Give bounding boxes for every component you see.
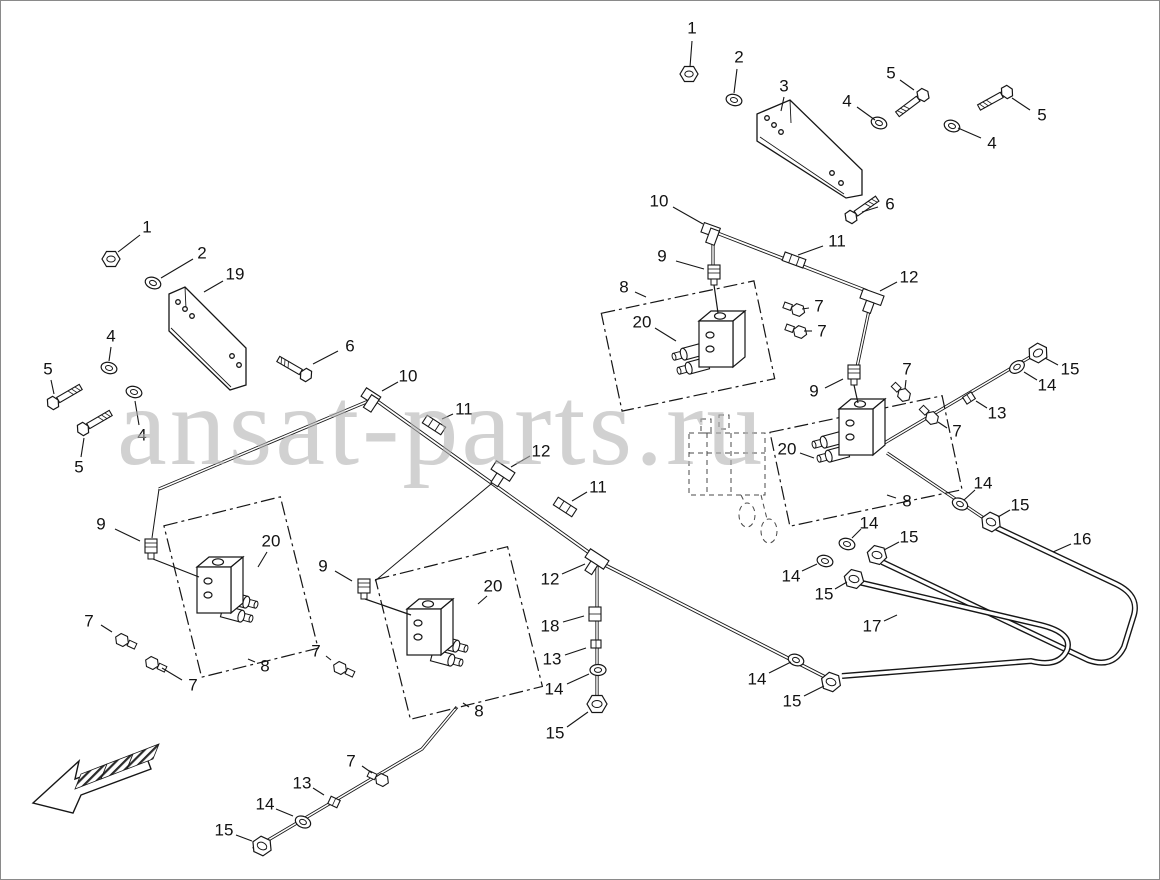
valve-assembly-lower-middle <box>405 597 470 670</box>
callout-7: 7 <box>814 296 824 316</box>
callout-12: 12 <box>540 569 560 589</box>
callout-9: 9 <box>96 514 106 534</box>
manifold-block-dashed <box>688 414 778 544</box>
tube-16 <box>880 522 1138 666</box>
callout-1: 1 <box>142 217 152 237</box>
callout-6: 6 <box>885 194 895 214</box>
callout-18: 18 <box>540 616 560 636</box>
callout-7: 7 <box>902 359 912 379</box>
tube-17 <box>841 579 1071 679</box>
callout-4: 4 <box>106 326 116 346</box>
callout-8: 8 <box>902 491 912 511</box>
callout-15: 15 <box>1010 495 1030 515</box>
direction-arrow <box>31 743 160 814</box>
callout-11: 11 <box>828 231 846 251</box>
callout-4: 4 <box>987 133 997 153</box>
callout-15: 15 <box>545 723 565 743</box>
fasteners-left <box>44 250 315 438</box>
callout-7: 7 <box>952 421 962 441</box>
callout-15: 15 <box>1060 359 1080 379</box>
callout-14: 14 <box>747 669 767 689</box>
fasteners-top-right <box>679 65 1016 226</box>
callout-20: 20 <box>261 531 281 551</box>
callout-14: 14 <box>255 794 275 814</box>
callout-11: 11 <box>589 477 607 497</box>
callout-9: 9 <box>318 556 328 576</box>
callout-9: 9 <box>657 246 667 266</box>
callout-20: 20 <box>777 439 797 459</box>
callout-14: 14 <box>1037 375 1057 395</box>
callout-12: 12 <box>531 441 551 461</box>
callout-15: 15 <box>899 527 919 547</box>
callout-16: 16 <box>1072 529 1092 549</box>
callout-14: 14 <box>544 679 564 699</box>
callout-3: 3 <box>779 76 789 96</box>
callout-14: 14 <box>973 473 993 493</box>
callout-4: 4 <box>137 425 147 445</box>
valve-stub-lines <box>152 284 859 616</box>
callout-7: 7 <box>817 321 827 341</box>
callout-7: 7 <box>84 611 94 631</box>
callout-8: 8 <box>619 277 629 297</box>
callout-15: 15 <box>782 691 802 711</box>
callout-12: 12 <box>899 267 919 287</box>
callout-7: 7 <box>311 641 321 661</box>
bracket-top-right <box>756 99 863 199</box>
callout-2: 2 <box>197 243 207 263</box>
callout-13: 13 <box>987 403 1007 423</box>
callout-2: 2 <box>734 47 744 67</box>
callout-20: 20 <box>632 312 652 332</box>
callout-13: 13 <box>542 649 562 669</box>
valve-assembly-lower-left <box>195 555 260 626</box>
callout-11: 11 <box>455 399 473 419</box>
callout-14: 14 <box>859 513 879 533</box>
callout-17: 17 <box>862 616 882 636</box>
callout-8: 8 <box>474 701 484 721</box>
callout-7: 7 <box>346 751 356 771</box>
callout-19: 19 <box>225 264 245 284</box>
callout-9: 9 <box>809 381 819 401</box>
valve-assembly-right <box>810 397 887 466</box>
callout-1: 1 <box>687 18 697 38</box>
callout-5: 5 <box>1037 105 1047 125</box>
callout-5: 5 <box>43 359 53 379</box>
callout-8: 8 <box>260 656 270 676</box>
callout-15: 15 <box>814 584 834 604</box>
callout-5: 5 <box>74 457 84 477</box>
bracket-left <box>168 286 247 391</box>
callout-5: 5 <box>886 63 896 83</box>
callout-20: 20 <box>483 576 503 596</box>
callout-7: 7 <box>188 675 198 695</box>
callout-10: 10 <box>398 366 418 386</box>
valve-assembly-upper <box>670 309 747 378</box>
callout-15: 15 <box>214 820 234 840</box>
pipe-main-run <box>151 398 830 701</box>
pipe-bottom-run <box>252 705 459 851</box>
callout-14: 14 <box>781 566 801 586</box>
callout-13: 13 <box>292 773 312 793</box>
callout-10: 10 <box>649 191 669 211</box>
callout-6: 6 <box>345 336 355 356</box>
callout-4: 4 <box>842 91 852 111</box>
